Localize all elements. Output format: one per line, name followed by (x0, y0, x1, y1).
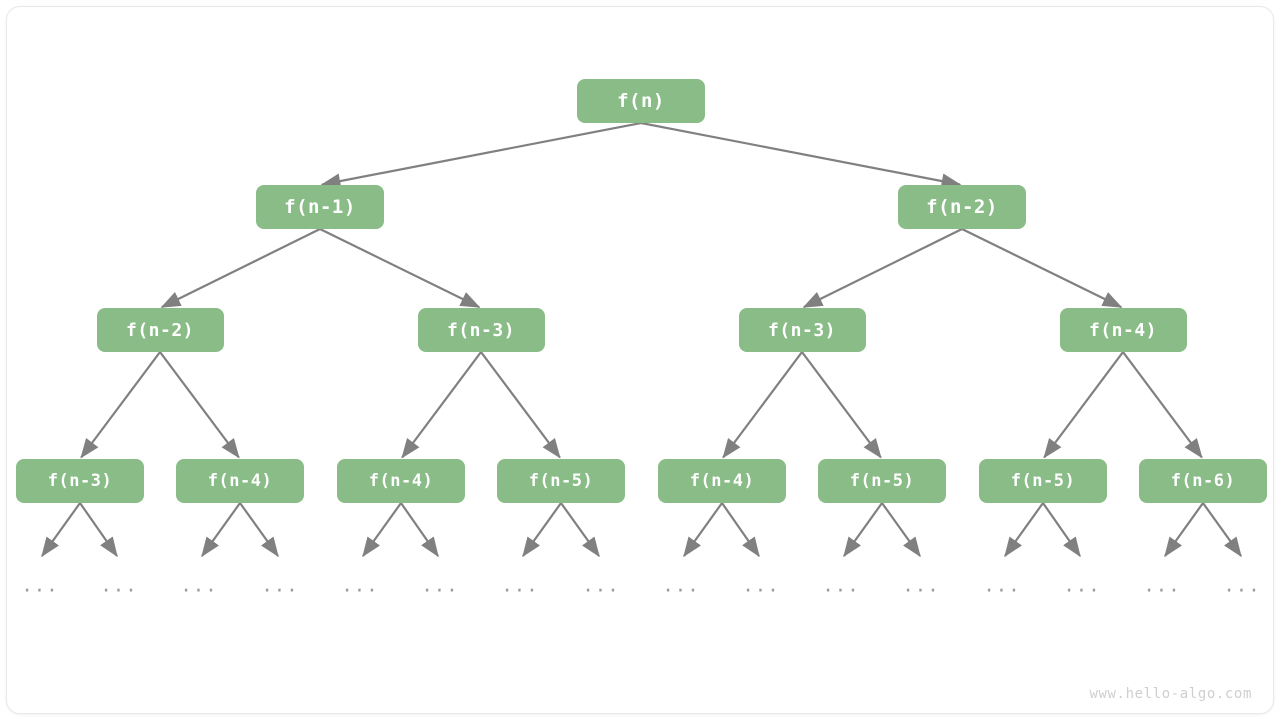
tree-node[interactable]: f(n-3) (738, 308, 866, 352)
tree-node-label: f(n-6) (1170, 471, 1236, 491)
tree-node[interactable]: f(n-5) (497, 459, 625, 503)
tree-node[interactable]: f(n-4) (337, 459, 465, 503)
tree-node[interactable]: f(n-5) (979, 459, 1107, 503)
tree-node[interactable]: f(n-4) (1059, 308, 1187, 352)
ellipsis-leaf: ... (421, 574, 459, 597)
tree-node[interactable]: f(n-4) (176, 459, 304, 503)
ellipsis-leaf: ... (100, 574, 138, 597)
tree-node-label: f(n-3) (446, 319, 516, 341)
ellipsis-leaf: ... (662, 574, 700, 597)
tree-node-label: f(n-2) (926, 196, 998, 218)
ellipsis-leaf: ... (582, 574, 620, 597)
tree-node[interactable]: f(n-2) (898, 185, 1026, 229)
tree-node-label: f(n-4) (368, 471, 434, 491)
ellipsis-leaf: ... (902, 574, 940, 597)
tree-node[interactable]: f(n-3) (417, 308, 545, 352)
tree-node[interactable]: f(n-5) (818, 459, 946, 503)
tree-node[interactable]: f(n-6) (1139, 459, 1267, 503)
tree-node-label: f(n-2) (125, 319, 195, 341)
ellipsis-leaf: ... (21, 574, 59, 597)
tree-node[interactable]: f(n) (577, 79, 705, 123)
tree-node-label: f(n-1) (284, 196, 356, 218)
tree-node-label: f(n-5) (528, 471, 594, 491)
tree-node-label: f(n-4) (207, 471, 273, 491)
tree-node-label: f(n-3) (47, 471, 113, 491)
tree-node[interactable]: f(n-4) (658, 459, 786, 503)
ellipsis-leaf: ... (1223, 574, 1261, 597)
tree-node[interactable]: f(n-3) (16, 459, 144, 503)
ellipsis-leaf: ... (341, 574, 379, 597)
tree-node-label: f(n-4) (1088, 319, 1158, 341)
tree-node-label: f(n-4) (689, 471, 755, 491)
ellipsis-leaf: ... (261, 574, 299, 597)
tree-node-label: f(n-5) (1010, 471, 1076, 491)
tree-node[interactable]: f(n-1) (256, 185, 384, 229)
ellipsis-leaf: ... (1143, 574, 1181, 597)
tree-node-label: f(n) (617, 90, 665, 112)
ellipsis-leaf: ... (180, 574, 218, 597)
ellipsis-leaf: ... (822, 574, 860, 597)
tree-node[interactable]: f(n-2) (96, 308, 224, 352)
tree-node-label: f(n-5) (849, 471, 915, 491)
ellipsis-leaf: ... (742, 574, 780, 597)
tree-node-label: f(n-3) (767, 319, 837, 341)
ellipsis-leaf: ... (1063, 574, 1101, 597)
ellipsis-leaf: ... (501, 574, 539, 597)
watermark: www.hello-algo.com (1089, 686, 1252, 702)
ellipsis-leaf: ... (983, 574, 1021, 597)
